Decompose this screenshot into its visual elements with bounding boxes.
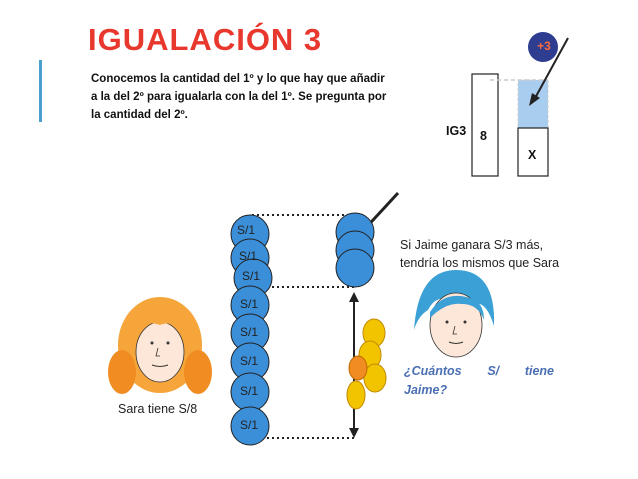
plus-badge (528, 32, 558, 62)
accent-bar (39, 60, 42, 122)
height-arrow-top (349, 292, 359, 302)
sara-caption: Sara tiene S/8 (118, 402, 198, 416)
coin-label: S/1 (236, 223, 255, 237)
coins-stack-left (230, 214, 273, 446)
height-arrow-bottom (349, 428, 359, 438)
jaime-illustration (414, 270, 495, 358)
question-text: ¿Cuántos S/ tiene Jaime? (404, 364, 554, 397)
sara-illustration (108, 297, 212, 394)
second-value: X (528, 148, 537, 162)
badge-arrowhead (529, 93, 540, 106)
coin-label: S/1 (239, 354, 258, 368)
badge-arrow (533, 37, 569, 101)
bar-first (471, 73, 499, 177)
coin-label: S/1 (241, 269, 260, 283)
plus-badge-label: +3 (537, 39, 551, 53)
gold-coins (346, 318, 387, 410)
diagram-tag: IG3 (446, 124, 467, 138)
coin-label: S/1 (239, 384, 258, 398)
bar-added-highlight (517, 79, 549, 129)
page-title: IGUALACIÓN 3 (88, 22, 323, 57)
bar-second (517, 127, 549, 177)
statement-text: Si Jaime ganara S/3 más, tendría los mis… (400, 238, 560, 270)
problem-description: Conocemos la cantidad del 1º y lo que ha… (91, 73, 387, 121)
coin-label: S/1 (238, 249, 257, 263)
coin-label: S/1 (239, 418, 258, 432)
coin-label: S/1 (239, 325, 258, 339)
coin-label: S/1 (239, 297, 258, 311)
coins-stack-right (335, 212, 375, 288)
first-value: 8 (480, 129, 487, 143)
